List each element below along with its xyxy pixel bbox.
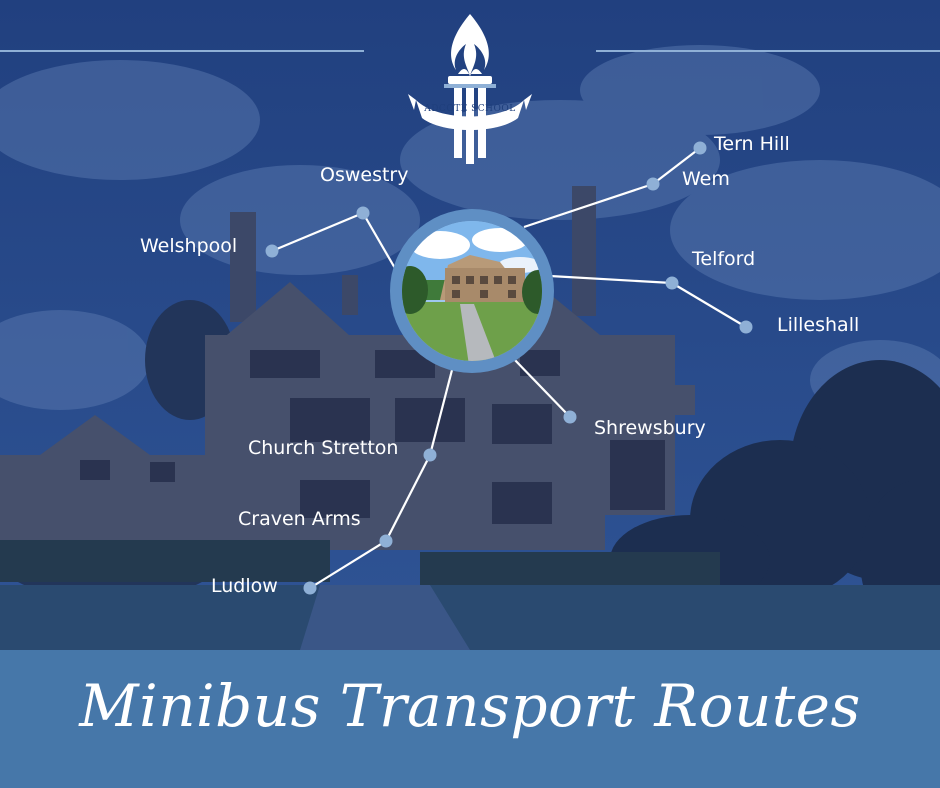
school-photo <box>402 221 542 361</box>
node-ludlow <box>303 581 317 595</box>
route-map <box>265 141 753 595</box>
title-banner <box>0 650 940 788</box>
node-shrewsbury <box>563 410 577 424</box>
top-rule-right <box>596 50 940 52</box>
school-hub <box>390 209 554 373</box>
route-line-ludlow <box>309 540 387 589</box>
node-lilleshall <box>739 320 753 334</box>
label-shrewsbury: Shrewsbury <box>594 417 706 439</box>
node-tern-hill <box>693 141 707 155</box>
route-line-welshpool <box>271 211 364 253</box>
logo-text: ADCOTE SCHOOL <box>424 104 516 114</box>
node-oswestry <box>356 206 370 220</box>
top-rule-left <box>0 50 364 52</box>
node-church-stretton <box>423 448 437 462</box>
route-line-lilleshall <box>671 282 747 328</box>
school-crest-logo <box>408 14 532 164</box>
label-church-stretton: Church Stretton <box>248 437 399 459</box>
label-ludlow: Ludlow <box>211 575 278 597</box>
node-welshpool <box>265 244 279 258</box>
node-wem <box>646 177 660 191</box>
route-line-church-stretton <box>428 369 454 456</box>
route-line-wem-tern-hill <box>652 147 701 185</box>
label-wem: Wem <box>682 168 730 190</box>
node-craven-arms <box>379 534 393 548</box>
label-telford: Telford <box>692 248 756 270</box>
route-line-shrewsbury <box>511 356 571 418</box>
label-lilleshall: Lilleshall <box>777 314 860 336</box>
node-telford <box>665 276 679 290</box>
page-title: Minibus Transport Routes <box>79 672 861 740</box>
label-oswestry: Oswestry <box>320 164 409 186</box>
label-craven-arms: Craven Arms <box>238 508 361 530</box>
route-line-tern-hill <box>523 182 654 229</box>
route-line-oswestry <box>362 212 397 271</box>
route-line-telford <box>549 274 673 285</box>
label-welshpool: Welshpool <box>140 235 238 257</box>
label-tern-hill: Tern Hill <box>714 133 790 155</box>
route-line-craven-arms <box>385 454 431 542</box>
